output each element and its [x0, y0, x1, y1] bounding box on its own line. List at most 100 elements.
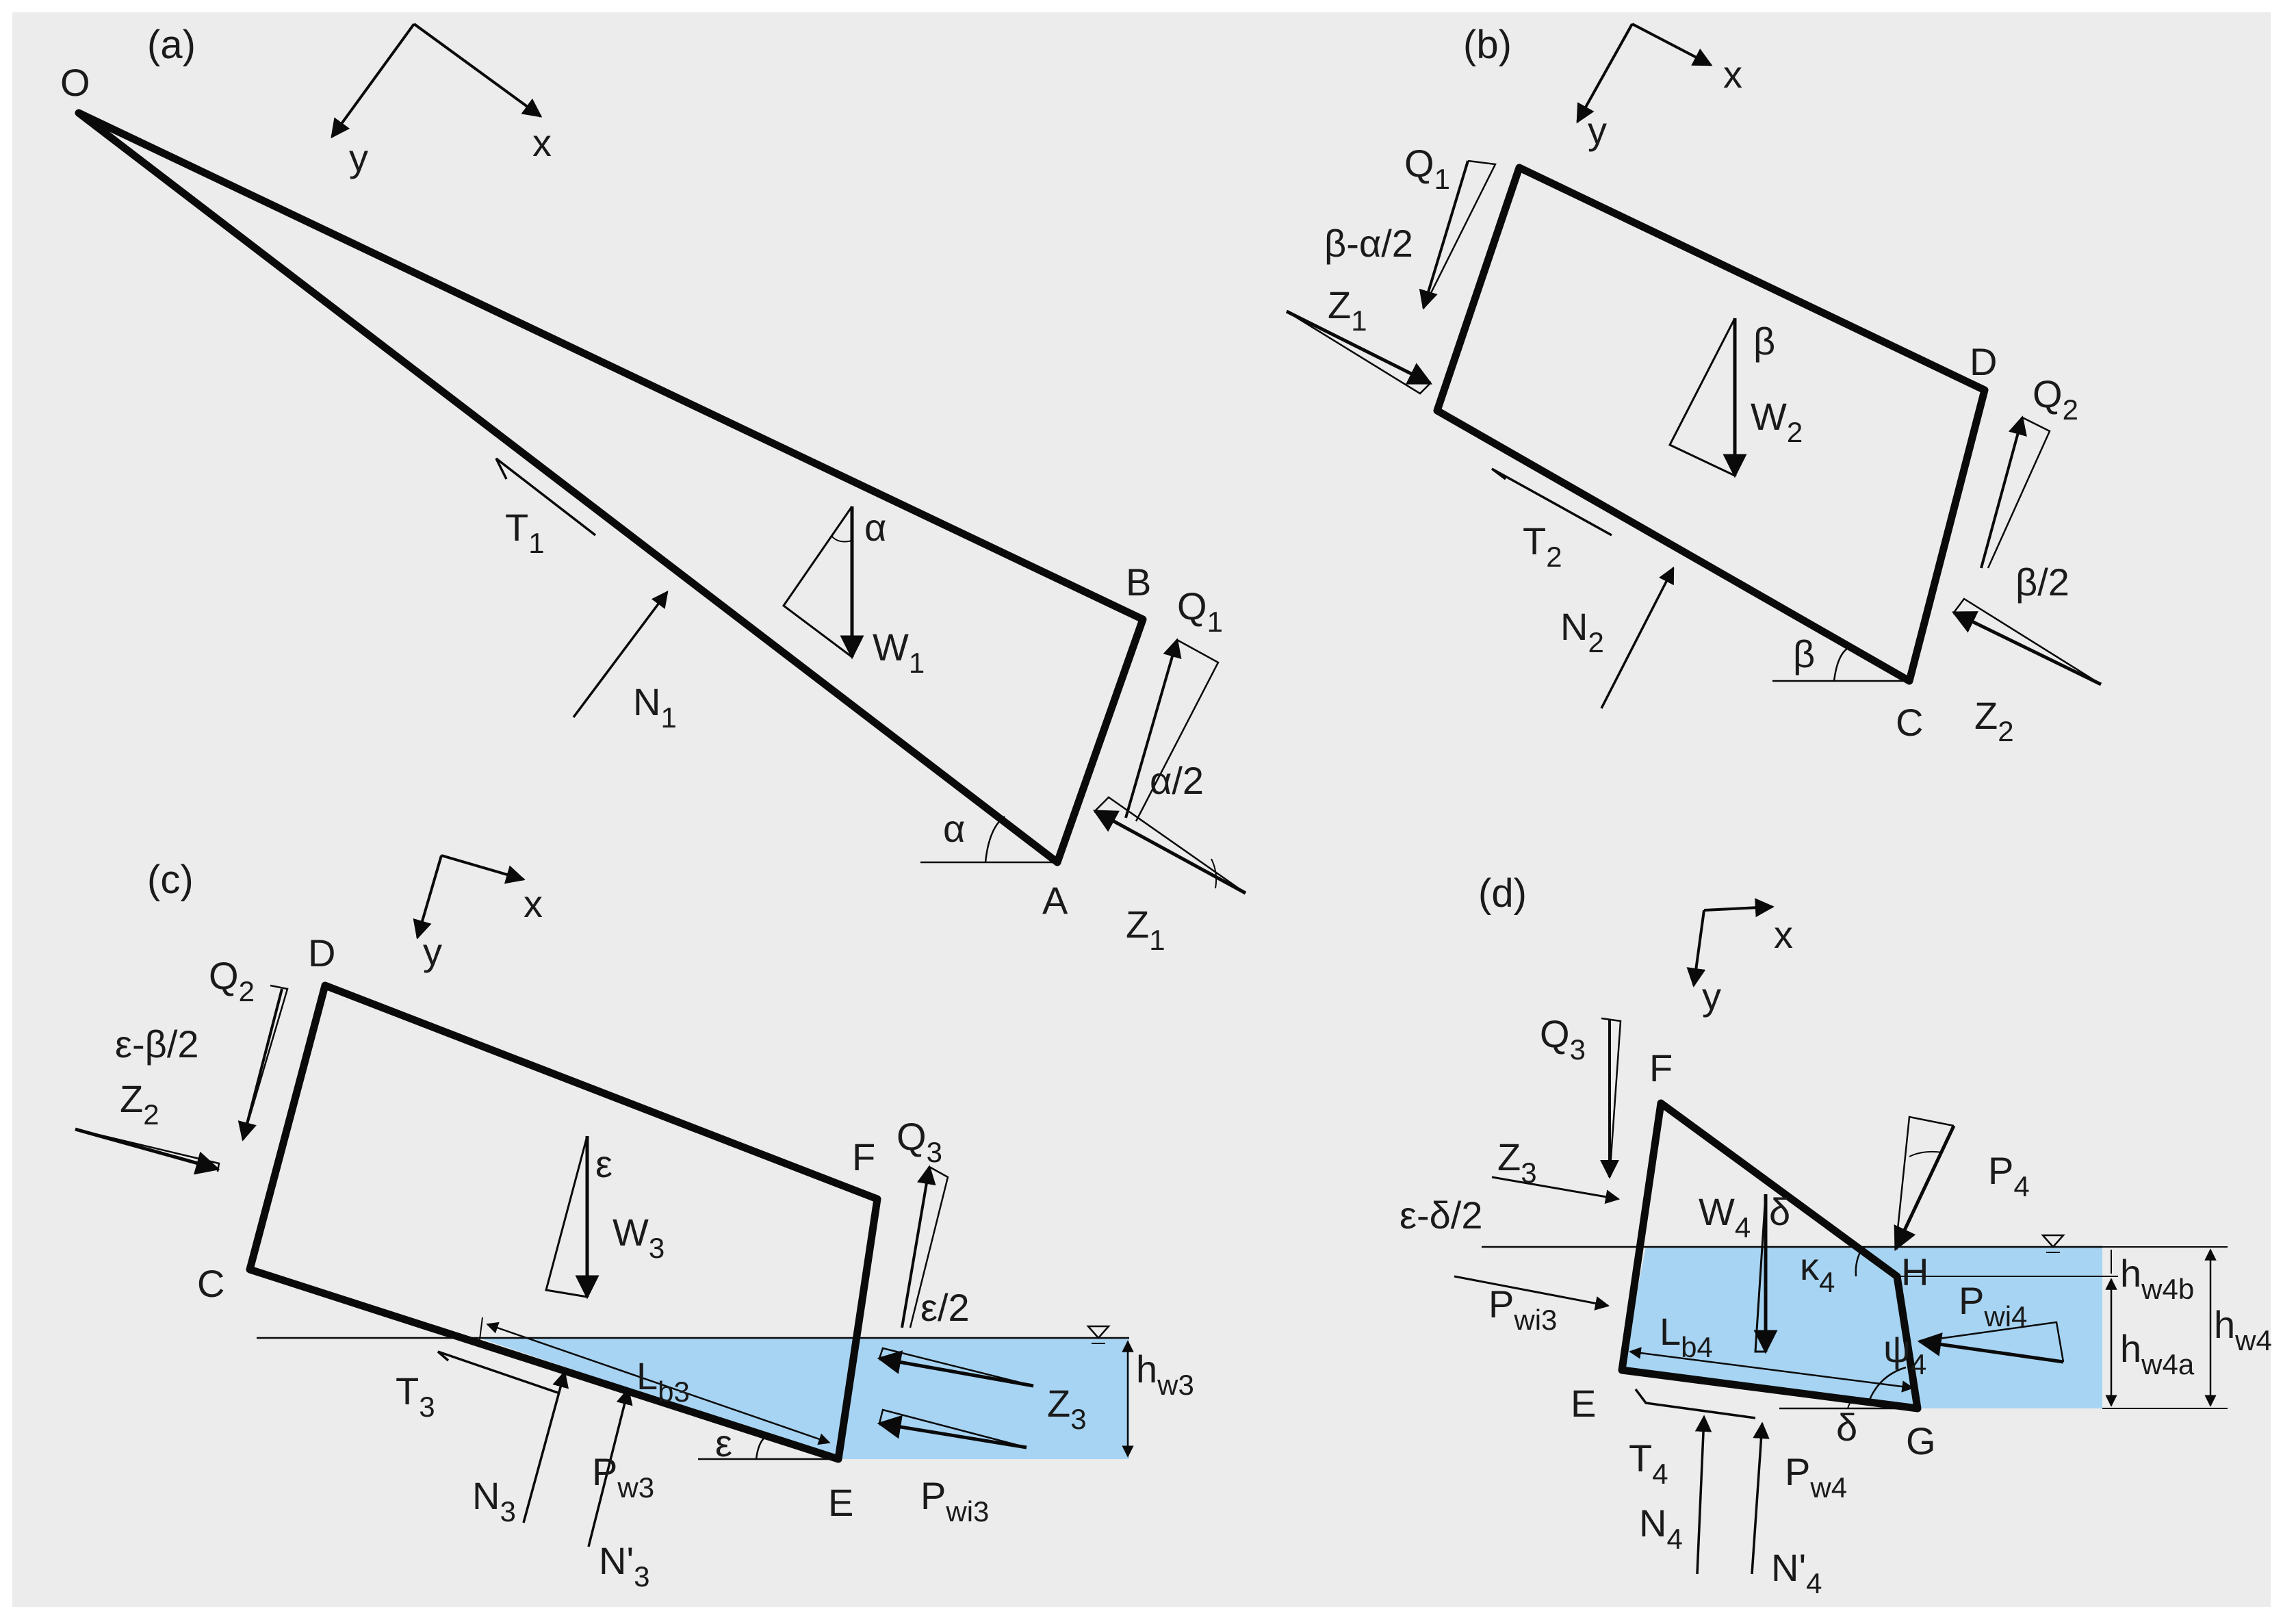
q3-triangle-d	[1601, 1017, 1622, 1178]
label-hw4a-d-main: h	[2120, 1327, 2141, 1370]
force-n3-arrow	[522, 1370, 569, 1523]
label-eps_half-c: ε/2	[920, 1286, 970, 1329]
force-t1-arrow	[495, 457, 597, 537]
label-pw3-c: Pw3	[592, 1450, 654, 1504]
label-pw3-c-subscript: w3	[617, 1471, 654, 1504]
label-q3-c-subscript: 3	[927, 1136, 942, 1168]
force-pwi3-arrow	[877, 1415, 1027, 1449]
label-q3-d-subscript: 3	[1570, 1033, 1586, 1066]
lb4-dimension	[1629, 1347, 1914, 1393]
label-z1-a-main: Z	[1126, 903, 1149, 946]
label-t1-a-main: T	[505, 506, 528, 549]
label-z1-b-subscript: 1	[1351, 305, 1367, 337]
label-beta_alpha-b-main: β-α/2	[1324, 222, 1413, 265]
q3-triangle	[909, 1165, 949, 1328]
lb3-tick	[478, 1317, 483, 1345]
label-q3-c: Q3	[897, 1115, 942, 1168]
label-hw3-c-main: h	[1136, 1348, 1157, 1391]
label-n4-d: N4	[1639, 1501, 1683, 1555]
alpha-angle-arc	[984, 815, 1005, 863]
label-beta_half-b: β/2	[2015, 560, 2069, 604]
z1-angle-arc-a	[1211, 858, 1217, 889]
panel-d	[1454, 898, 2228, 1575]
axis-x-label-a: x	[532, 121, 552, 164]
label-beta_half-b-main: β/2	[2015, 560, 2069, 604]
label-pw4-d-subscript: w4	[1809, 1471, 1847, 1504]
axis-y-c	[413, 855, 443, 940]
label-pwi3-d: Pwi3	[1488, 1283, 1557, 1336]
label-hw4-d: hw4	[2214, 1303, 2272, 1356]
label-alpha_half-a-main: α/2	[1150, 759, 1204, 802]
force-n2-arrow	[1600, 566, 1675, 709]
label-n2-b-subscript: 2	[1588, 626, 1603, 658]
label-t3-c: T3	[396, 1369, 435, 1423]
label-t2-b: T2	[1523, 519, 1562, 573]
label-q2-c: Q2	[209, 954, 255, 1007]
point-o-a: O	[60, 61, 90, 104]
label-psi4-d-main: ψ	[1883, 1327, 1911, 1370]
force-n1-arrow	[572, 591, 669, 719]
label-n3-c: N3	[472, 1474, 516, 1528]
panel-c-title: (c)	[147, 858, 194, 902]
panel-a-title: (a)	[147, 23, 196, 67]
label-lb4-d: Lb4	[1660, 1310, 1713, 1363]
label-t2-b-subscript: 2	[1546, 541, 1562, 573]
label-q1-b: Q1	[1404, 142, 1450, 195]
force-pw3-arrow	[587, 1387, 633, 1547]
point-a-a: A	[1042, 879, 1068, 922]
label-beta_base-b-main: β	[1793, 632, 1815, 675]
panel-b-title: (b)	[1463, 23, 1512, 67]
label-pwi3-d-subscript: wi3	[1513, 1304, 1557, 1336]
label-lb3-c-main: L	[636, 1354, 658, 1397]
label-eps_base-c-main: ε	[715, 1421, 732, 1465]
label-t1-a: T1	[505, 506, 545, 559]
label-w2-b: W2	[1751, 395, 1803, 448]
force-t3-arrow	[437, 1350, 558, 1394]
label-w4-d-subscript: 4	[1735, 1211, 1751, 1243]
force-q2-arrow	[1980, 415, 2027, 569]
axis-y-d	[1686, 910, 1706, 988]
point-d-b: D	[1970, 340, 1997, 383]
label-kappa4-d-main: κ	[1800, 1245, 1820, 1288]
z1-triangle-b	[1286, 310, 1431, 395]
label-pwi3-d-main: P	[1488, 1283, 1514, 1326]
axis-x-d	[1703, 898, 1775, 918]
label-w4-d: W4	[1699, 1190, 1751, 1243]
point-f-c: F	[852, 1135, 875, 1178]
label-hw4b-d-subscript: w4b	[2141, 1273, 2194, 1305]
label-alpha_w-a: α	[864, 506, 886, 549]
label-w4-d-main: W	[1699, 1190, 1735, 1233]
force-q1-arrow	[1124, 638, 1182, 819]
axis-x-label-b: x	[1723, 53, 1742, 96]
label-beta_w-b-main: β	[1753, 320, 1775, 363]
kappa-angle-arc	[1855, 1246, 1864, 1277]
label-w3-c: W3	[612, 1211, 665, 1264]
panel-c	[75, 854, 1134, 1547]
label-pwi4-d-main: P	[1959, 1279, 1984, 1322]
label-q2-c-main: Q	[209, 954, 239, 997]
label-n1-a-main: N	[633, 680, 660, 723]
label-t4-d-subscript: 4	[1652, 1458, 1668, 1490]
panel-b	[1285, 23, 2102, 709]
label-z2-b: Z2	[1974, 694, 2014, 747]
label-hw4a-d-subscript: w4a	[2141, 1348, 2195, 1380]
label-z3-d-main: Z	[1497, 1135, 1521, 1178]
label-eps_beta-c: ε-β/2	[115, 1022, 199, 1066]
label-lb4-d-subscript: b4	[1681, 1331, 1713, 1363]
label-hw4-d-main: h	[2214, 1303, 2235, 1346]
label-lb3-c-subscript: b3	[658, 1376, 690, 1408]
label-q3-c-main: Q	[897, 1115, 927, 1158]
force-q1-arrow-b	[1419, 160, 1469, 310]
label-n3p-c: N'3	[599, 1539, 650, 1593]
label-n3-c-subscript: 3	[500, 1495, 515, 1528]
axis-y-b	[1576, 23, 1634, 124]
point-c-b: C	[1896, 701, 1923, 744]
label-z3-c: Z3	[1047, 1382, 1087, 1435]
label-alpha_half-a: α/2	[1150, 759, 1204, 802]
label-q3-d: Q3	[1540, 1012, 1586, 1066]
label-z1-b-main: Z	[1328, 283, 1351, 326]
label-beta_w-b: β	[1753, 320, 1775, 363]
lb3-dimension	[486, 1322, 831, 1445]
